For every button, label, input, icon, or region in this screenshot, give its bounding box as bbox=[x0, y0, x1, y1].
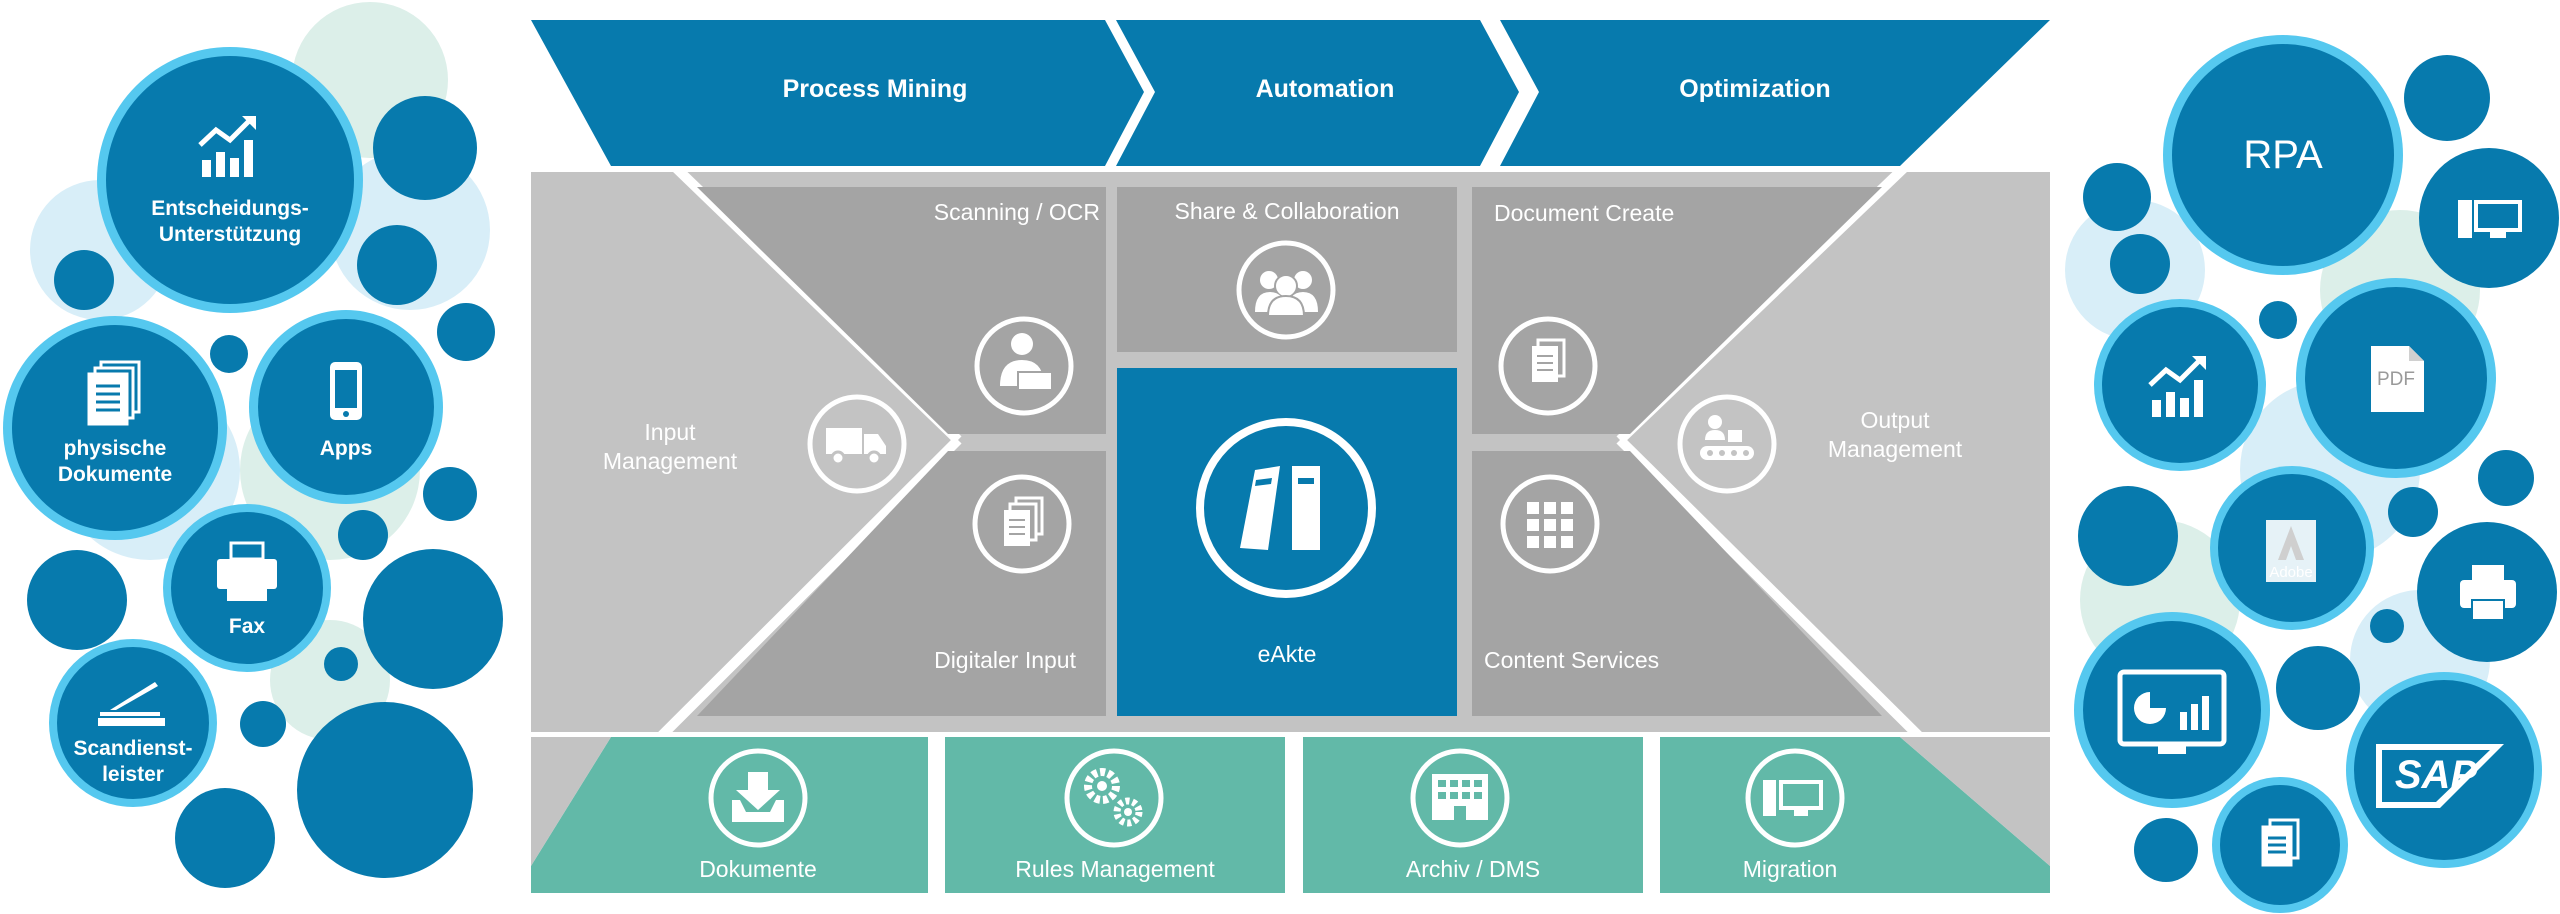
binders-icon bbox=[1196, 418, 1376, 598]
header-label-process-mining: Process Mining bbox=[782, 75, 968, 103]
bubble-dot bbox=[338, 510, 388, 560]
building-icon bbox=[1410, 748, 1510, 848]
dashboard-icon bbox=[2117, 669, 2227, 754]
label-input-management: Input Management bbox=[602, 419, 738, 474]
bottom-box-dokumente bbox=[531, 737, 928, 893]
document-create-panel bbox=[1472, 187, 1882, 434]
apps-grid-icon bbox=[1500, 474, 1600, 574]
chart-icon bbox=[2148, 356, 2206, 417]
label-rpa: RPA bbox=[2243, 133, 2323, 177]
bubble-dot bbox=[2259, 301, 2297, 339]
right-bubble-cluster bbox=[2065, 35, 2559, 913]
pdf-icon bbox=[2371, 346, 2424, 412]
bubble-dot bbox=[423, 467, 477, 521]
label-fax: Fax bbox=[228, 615, 266, 638]
dashboard-bubble bbox=[2083, 621, 2261, 799]
computer-bubble bbox=[2419, 148, 2559, 288]
bubble-dot bbox=[357, 225, 437, 305]
computer-icon bbox=[1745, 748, 1845, 848]
label-migration: Migration bbox=[1742, 856, 1838, 882]
header-segment-automation bbox=[1116, 20, 1519, 166]
bubble-dot bbox=[2083, 163, 2151, 231]
rpa-bubble bbox=[2172, 44, 2394, 266]
label-eakte: eAkte bbox=[1257, 641, 1317, 667]
label-document-create: Document Create bbox=[1494, 200, 1675, 226]
group-icon bbox=[1236, 240, 1336, 340]
bubble-dot bbox=[175, 788, 275, 888]
bubble-dot bbox=[363, 549, 503, 689]
bubble-dot bbox=[2388, 487, 2438, 537]
physische-bubble bbox=[12, 325, 218, 531]
label-sap: SAP bbox=[2394, 753, 2478, 797]
label-digitaler-input: Digitaler Input bbox=[934, 647, 1076, 673]
label-output-management: Output Management bbox=[1827, 407, 1963, 462]
bubble-dot bbox=[2110, 234, 2170, 294]
fax-icon bbox=[217, 541, 277, 601]
content-services-panel bbox=[1472, 451, 1882, 716]
bubble-dot bbox=[2404, 55, 2490, 141]
bubble-dot bbox=[2276, 646, 2360, 730]
central-framework bbox=[527, 12, 2054, 895]
bubble-dot bbox=[297, 702, 473, 878]
label-physische-dokumente: physische Dokumente bbox=[57, 437, 173, 487]
bubble-dot bbox=[2078, 486, 2178, 586]
person-computer-icon bbox=[974, 316, 1074, 416]
bubble-dot bbox=[2134, 818, 2198, 882]
scanner-icon bbox=[98, 682, 165, 726]
computer-icon bbox=[2458, 200, 2522, 238]
phone-icon bbox=[330, 362, 362, 420]
bubble-dot bbox=[373, 96, 477, 200]
entscheidung-bubble bbox=[106, 56, 354, 304]
share-panel bbox=[1117, 187, 1457, 352]
header-label-automation: Automation bbox=[1255, 75, 1395, 103]
gears-icon bbox=[1064, 748, 1164, 848]
label-adobe: Adobe bbox=[2269, 564, 2313, 581]
label-rules-management: Rules Management bbox=[1015, 856, 1215, 882]
bubble-dot bbox=[27, 550, 127, 650]
corner-fill bbox=[1900, 737, 2050, 866]
digitaler-input-panel bbox=[697, 451, 1106, 716]
label-scandienstleister: Scandienst- leister bbox=[73, 737, 193, 787]
conveyor-icon bbox=[1677, 394, 1777, 494]
label-apps: Apps bbox=[319, 437, 373, 460]
chart-icon bbox=[198, 116, 256, 177]
bottom-box-migration bbox=[1660, 737, 2050, 893]
bubble-dot bbox=[210, 335, 248, 373]
sap-logo-icon bbox=[2376, 744, 2504, 808]
bubble-dot bbox=[2478, 450, 2534, 506]
label-share-collaboration: Share & Collaboration bbox=[1174, 198, 1400, 224]
left-bubble-cluster bbox=[3, 2, 503, 888]
documents-icon bbox=[87, 360, 141, 426]
document-icon bbox=[2261, 818, 2300, 867]
document-icon bbox=[1498, 316, 1598, 416]
header-segment-optimization bbox=[1500, 20, 2050, 166]
download-tray-icon bbox=[708, 748, 808, 848]
adobe-icon bbox=[2266, 520, 2316, 582]
documents-icon bbox=[972, 474, 1072, 574]
bubble-dot bbox=[324, 647, 358, 681]
header-label-optimization: Optimization bbox=[1679, 75, 1831, 103]
label-pdf: PDF bbox=[2377, 369, 2415, 390]
bubble-dot bbox=[2370, 609, 2404, 643]
truck-icon bbox=[807, 394, 907, 494]
label-archiv-dms: Archiv / DMS bbox=[1405, 856, 1541, 882]
corner-fill bbox=[531, 737, 611, 866]
label-entscheidung: Entscheidungs- Unterstützung bbox=[151, 197, 309, 247]
bubble-dot bbox=[54, 250, 114, 310]
bubble-dot bbox=[240, 701, 286, 747]
chart-bubble bbox=[2102, 307, 2258, 463]
header-segment-process-mining bbox=[531, 20, 1144, 166]
label-scanning-ocr: Scanning / OCR bbox=[933, 199, 1100, 225]
printer-icon bbox=[2460, 565, 2516, 621]
label-dokumente: Dokumente bbox=[699, 856, 817, 882]
label-content-services: Content Services bbox=[1484, 647, 1660, 673]
bubble-dot bbox=[437, 303, 495, 361]
